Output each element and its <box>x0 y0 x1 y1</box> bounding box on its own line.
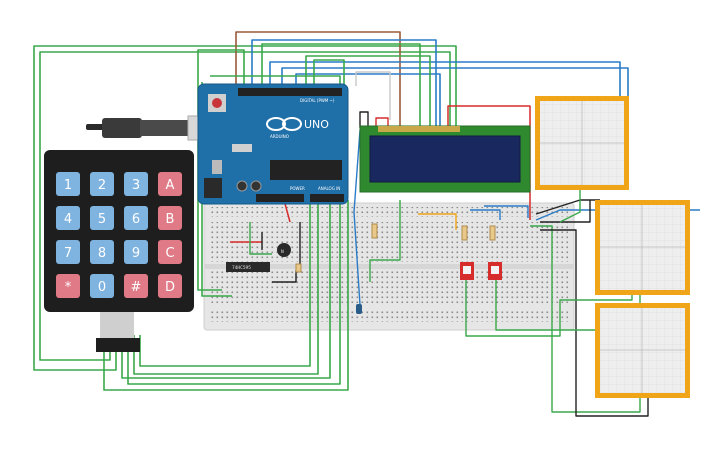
keypad-key[interactable]: 7 <box>56 240 80 264</box>
arduino-logo <box>266 117 302 131</box>
keypad-key-label: 5 <box>98 212 106 227</box>
keypad-key[interactable]: 3 <box>124 172 148 196</box>
shift-register-label: 74HC595 <box>232 265 251 271</box>
npn-transistor: N <box>277 243 291 257</box>
header-analog-text: ANALOG IN <box>318 186 340 191</box>
keypad-key[interactable]: 5 <box>90 206 114 230</box>
diode <box>356 304 362 314</box>
lcd-pin-header <box>378 126 460 132</box>
keypad-key-face[interactable] <box>158 274 182 298</box>
keypad-key-face[interactable] <box>56 240 80 264</box>
keypad-key-label: D <box>165 280 175 295</box>
keypad-key[interactable]: # <box>124 274 148 298</box>
wires <box>33 31 700 417</box>
usb-cable <box>86 115 215 141</box>
keypad-key-face[interactable] <box>56 274 80 298</box>
keypad-key-label: C <box>165 246 174 261</box>
transistor-label: N <box>281 249 284 255</box>
reset-button[interactable] <box>212 98 222 108</box>
keypad-key-label: 9 <box>132 246 140 261</box>
shift-register-74hc595: 74HC595 <box>226 262 270 272</box>
board-model-text: UNO <box>304 118 329 131</box>
keypad-key-label: 4 <box>64 212 72 227</box>
header-digital-text: DIGITAL (PWM ~) <box>300 98 335 103</box>
keypad-key-label: # <box>131 280 142 295</box>
keypad-key[interactable]: D <box>158 274 182 298</box>
atmega-chip <box>270 160 342 180</box>
oscilloscope-2 <box>595 200 690 295</box>
board-brand-text: ARDUINO <box>270 134 289 139</box>
keypad-key-face[interactable] <box>124 274 148 298</box>
keypad-key[interactable]: 0 <box>90 274 114 298</box>
keypad-4x4: 1 2 3 A 4 5 6 B 7 8 9 C * 0 # D <box>44 150 194 352</box>
keypad-key-face[interactable] <box>158 172 182 196</box>
keypad-key-face[interactable] <box>158 240 182 264</box>
keypad-key[interactable]: 6 <box>124 206 148 230</box>
keypad-key-label: 7 <box>64 246 72 261</box>
keypad-key-label: 3 <box>132 178 140 193</box>
arduino-uno-board: UNO ARDUINO DIGITAL (PWM ~) POWER ANALOG… <box>197 83 349 205</box>
keypad-key-face[interactable] <box>124 206 148 230</box>
keypad-key[interactable]: 8 <box>90 240 114 264</box>
keypad-key-label: 0 <box>98 280 106 295</box>
keypad-key-label: 8 <box>98 246 106 261</box>
keypad-key-label: A <box>166 178 175 193</box>
keypad-key-face[interactable] <box>90 172 114 196</box>
keypad-key-face[interactable] <box>90 206 114 230</box>
keypad-key[interactable]: * <box>56 274 80 298</box>
keypad-key[interactable]: 2 <box>90 172 114 196</box>
keypad-key[interactable]: 9 <box>124 240 148 264</box>
keypad-keys: 1 2 3 A 4 5 6 B 7 8 9 C * 0 # D <box>56 172 182 298</box>
keypad-key-face[interactable] <box>124 172 148 196</box>
keypad-key-label: B <box>166 212 175 227</box>
keypad-key[interactable]: C <box>158 240 182 264</box>
keypad-key-label: 2 <box>98 178 106 193</box>
slide-switches <box>460 262 502 280</box>
keypad-key-face[interactable] <box>90 274 114 298</box>
keypad-ribbon <box>96 312 140 352</box>
keypad-key-label: 1 <box>64 178 72 193</box>
breadboard <box>203 202 575 331</box>
keypad-key-face[interactable] <box>90 240 114 264</box>
keypad-key[interactable]: 1 <box>56 172 80 196</box>
keypad-key-face[interactable] <box>56 206 80 230</box>
resistors <box>295 223 496 273</box>
oscilloscope-1 <box>535 96 629 190</box>
keypad-key-face[interactable] <box>124 240 148 264</box>
keypad-key-label: * <box>65 280 72 295</box>
keypad-key-face[interactable] <box>56 172 80 196</box>
header-power-text: POWER <box>290 186 305 191</box>
keypad-key-label: 6 <box>132 212 140 227</box>
lcd-16x2 <box>359 125 531 193</box>
keypad-key[interactable]: B <box>158 206 182 230</box>
keypad-key[interactable]: A <box>158 172 182 196</box>
keypad-key[interactable]: 4 <box>56 206 80 230</box>
oscilloscope-3 <box>595 303 690 398</box>
keypad-key-face[interactable] <box>158 206 182 230</box>
